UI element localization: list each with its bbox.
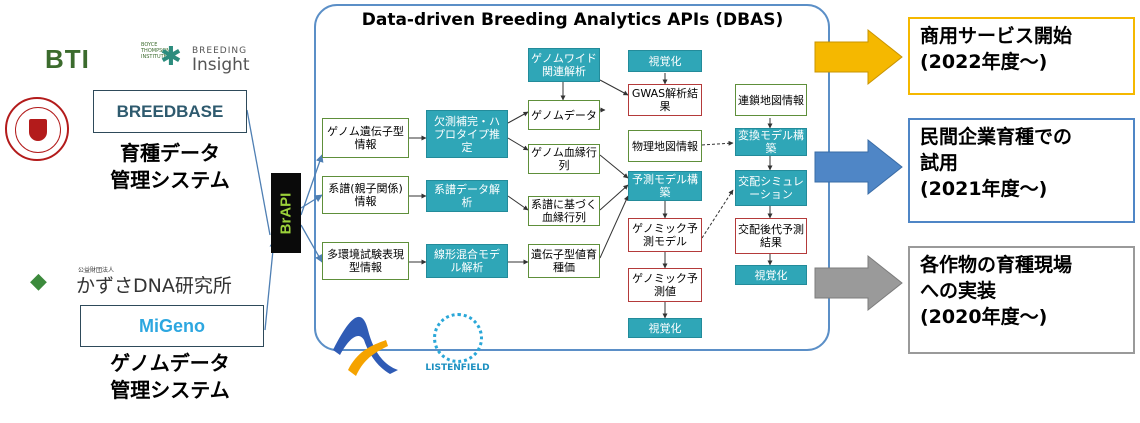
- node-genomic-pred-model: ゲノミック予測モデル: [628, 218, 702, 252]
- node-viz-1: 視覚化: [628, 50, 702, 72]
- partner-a-logo: [328, 310, 408, 380]
- shield-icon: [29, 119, 47, 141]
- migeno-logo: MiGeno: [80, 305, 264, 347]
- breeding-data-label: 育種データ 管理システム: [110, 141, 230, 192]
- node-linkage-map: 連鎖地図情報: [735, 84, 807, 116]
- line-breedbase-brapi: [246, 109, 271, 236]
- node-cross-sim: 交配シミュレーション: [735, 170, 807, 206]
- arrow-gray: [814, 254, 903, 312]
- node-genome-kinship: ゲノム血縁行列: [528, 144, 600, 174]
- breeding-insight-logo: ✱ BREEDING Insight: [160, 42, 250, 75]
- node-breeding-value: 遺伝子型値育種価: [528, 244, 600, 278]
- node-gwas-result: GWAS解析結果: [628, 84, 702, 116]
- kazusa-logo: ◆ 公益財団法人 かずさDNA研究所: [30, 267, 232, 297]
- genome-data-label: ゲノムデータ 管理システム: [110, 351, 230, 402]
- cornell-seal-logo: [5, 97, 69, 161]
- node-lmm: 線形混合モデル解析: [426, 244, 508, 278]
- node-pedigree-info: 系譜(親子関係)情報: [322, 176, 409, 214]
- outcome-private-trial: 民間企業育種での 試用 (2021年度～): [908, 118, 1135, 223]
- node-genome-gene-info: ゲノム遺伝子型情報: [322, 118, 409, 158]
- listenfield-logo: LISTENFIELD: [420, 313, 495, 383]
- partner-a-icon: [333, 316, 398, 376]
- node-viz-2: 視覚化: [628, 318, 702, 338]
- node-multi-env: 多環境試験表現型情報: [322, 242, 409, 280]
- node-progeny-pred: 交配後代予測結果: [735, 218, 807, 254]
- leaf-icon: ◆: [30, 269, 47, 294]
- node-conversion-model: 変換モデル構築: [735, 128, 807, 156]
- node-gwas-analysis: ゲノムワイド関連解析: [528, 48, 600, 82]
- page-title: Data-driven Breeding Analytics APIs (DBA…: [361, 10, 784, 30]
- node-viz-3: 視覚化: [735, 265, 807, 285]
- network-icon: [433, 313, 483, 363]
- bti-logo: BTI BOYCE THOMPSON INSTITUTE: [45, 42, 170, 74]
- line-migeno-brapi: [264, 239, 278, 331]
- arrow-yellow: [814, 28, 903, 86]
- node-pedigree-kinship: 系譜に基づく血縁行列: [528, 196, 600, 226]
- node-genome-data: ゲノムデータ: [528, 100, 600, 130]
- arrow-blue: [814, 138, 903, 196]
- node-physical-map: 物理地図情報: [628, 130, 702, 162]
- brapi-logo: BrAPI: [271, 173, 301, 253]
- outcome-field-deployment: 各作物の育種現場 への実装 (2020年度～): [908, 246, 1135, 354]
- outcome-commercial: 商用サービス開始 (2022年度～): [908, 17, 1135, 95]
- breedbase-logo: BREEDBASE: [93, 90, 247, 133]
- node-genomic-pred-value: ゲノミック予測値: [628, 268, 702, 302]
- node-missing-imputation: 欠測補完・ハプロタイプ推定: [426, 110, 508, 158]
- star-icon: ✱: [160, 42, 182, 72]
- node-pedigree-analysis: 系譜データ解析: [426, 180, 508, 212]
- node-prediction-model-build: 予測モデル構築: [628, 171, 702, 201]
